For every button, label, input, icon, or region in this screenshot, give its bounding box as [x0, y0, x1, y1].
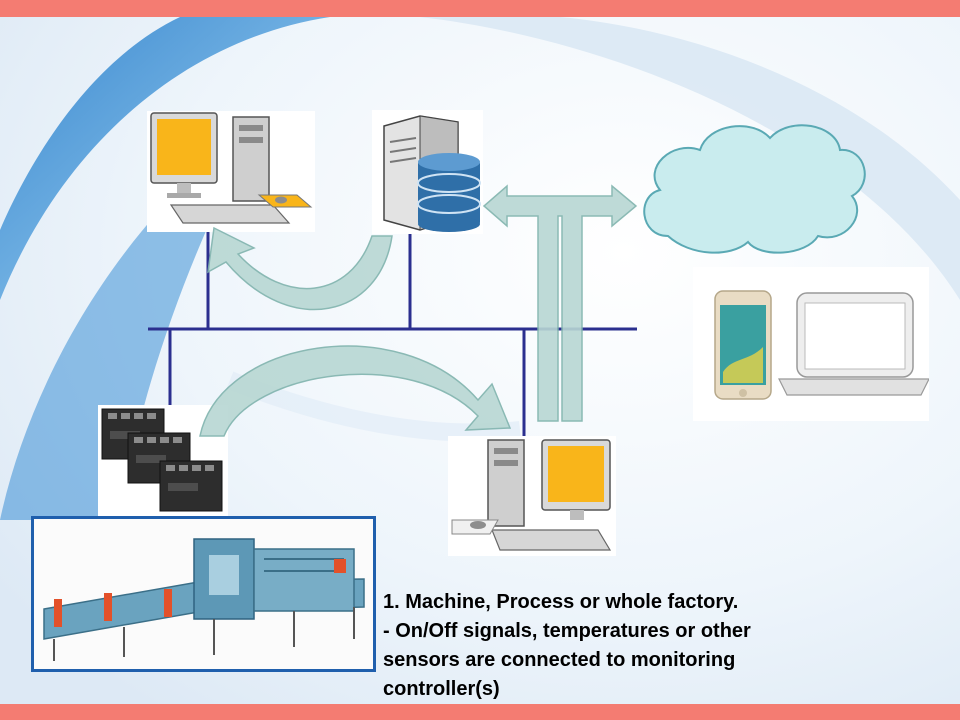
packaging-machine-icon — [34, 519, 373, 669]
data-flow-arrow-to-cloud-and-server — [482, 184, 638, 422]
caption-line-2: - On/Off signals, temperatures or other — [383, 620, 751, 642]
caption-line-4: controller(s) — [383, 678, 500, 700]
caption-line-3: sensors are connected to monitoring — [383, 649, 736, 671]
data-flow-arrow-to-workstation — [207, 226, 393, 311]
cloud-icon — [643, 124, 866, 254]
top-workstation — [147, 111, 315, 232]
factory-photo — [31, 516, 376, 672]
database-server — [372, 110, 483, 234]
bottom-workstation — [448, 436, 616, 556]
top-accent-bar — [0, 0, 960, 17]
desktop-computer-icon — [451, 439, 612, 551]
caption-line-1: 1. Machine, Process or whole factory. — [383, 591, 739, 613]
database-server-icon — [383, 115, 481, 232]
laptop-icon — [778, 292, 929, 396]
mobile-devices-panel — [693, 267, 929, 421]
smartphone-icon — [714, 290, 772, 400]
bottom-accent-bar — [0, 704, 960, 720]
data-flow-arrow-to-monitoring-pc — [199, 345, 512, 437]
plc-controllers — [98, 405, 228, 517]
caption-text: 1. Machine, Process or whole factory. - … — [383, 588, 843, 704]
plc-controller-icon — [101, 408, 223, 512]
desktop-computer-icon — [150, 112, 313, 224]
